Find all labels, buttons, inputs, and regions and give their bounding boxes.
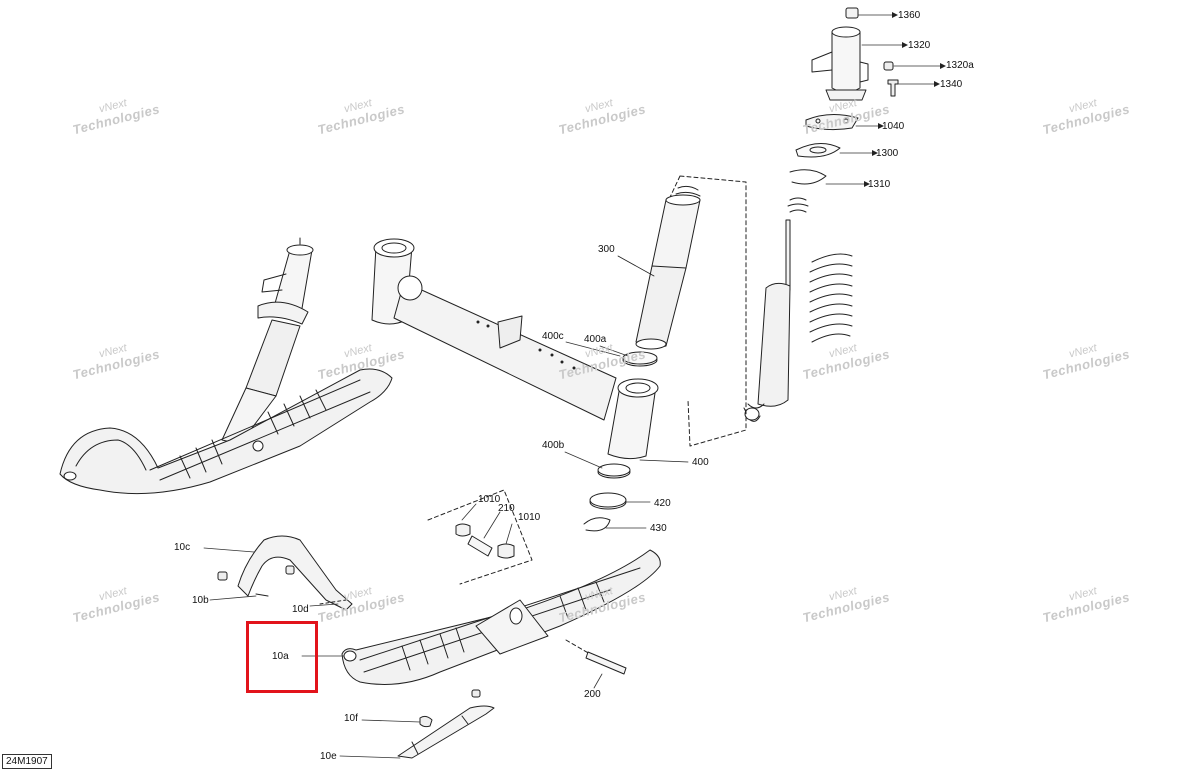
callout-400a: 400a <box>584 334 607 345</box>
callout-1010-lower: 1010 <box>518 512 541 523</box>
callout-210: 210 <box>498 503 515 514</box>
shock-tube-assembly <box>743 7 941 422</box>
callout-1010-upper: 1010 <box>478 494 501 505</box>
callout-10f: 10f <box>344 713 358 724</box>
callout-10c: 10c <box>174 542 191 553</box>
bushing-rings <box>564 341 658 532</box>
steering-crossbar <box>371 238 689 463</box>
assembled-ski-leg-left <box>59 237 393 495</box>
callout-1340: 1340 <box>940 79 963 90</box>
callout-420: 420 <box>654 498 671 509</box>
ski-handle-10c <box>203 535 353 611</box>
callout-1040: 1040 <box>882 121 905 132</box>
spindle-bushings <box>427 489 533 585</box>
callout-1360: 1360 <box>898 10 921 21</box>
callout-400c: 400c <box>542 331 564 342</box>
callout-1320a: 1320a <box>946 60 974 71</box>
callout-10b: 10b <box>192 595 209 606</box>
highlighted-part-box <box>246 621 318 693</box>
callout-1320: 1320 <box>908 40 931 51</box>
callout-430: 430 <box>650 523 667 534</box>
callout-1310: 1310 <box>868 179 891 190</box>
callout-300: 300 <box>598 244 615 255</box>
callout-1300: 1300 <box>876 148 899 159</box>
callout-400: 400 <box>692 457 709 468</box>
callout-10a: 10a <box>272 651 289 662</box>
strut-tube <box>617 185 701 350</box>
callout-200: 200 <box>584 689 601 700</box>
carbide-runner <box>339 705 495 759</box>
ski-10a <box>301 549 661 698</box>
callout-10d: 10d <box>292 604 309 615</box>
callout-400b: 400b <box>542 440 565 451</box>
callout-10e: 10e <box>320 751 337 762</box>
leader-arrowheads <box>864 12 946 187</box>
diagram-id-label: 24M1907 <box>2 754 52 769</box>
